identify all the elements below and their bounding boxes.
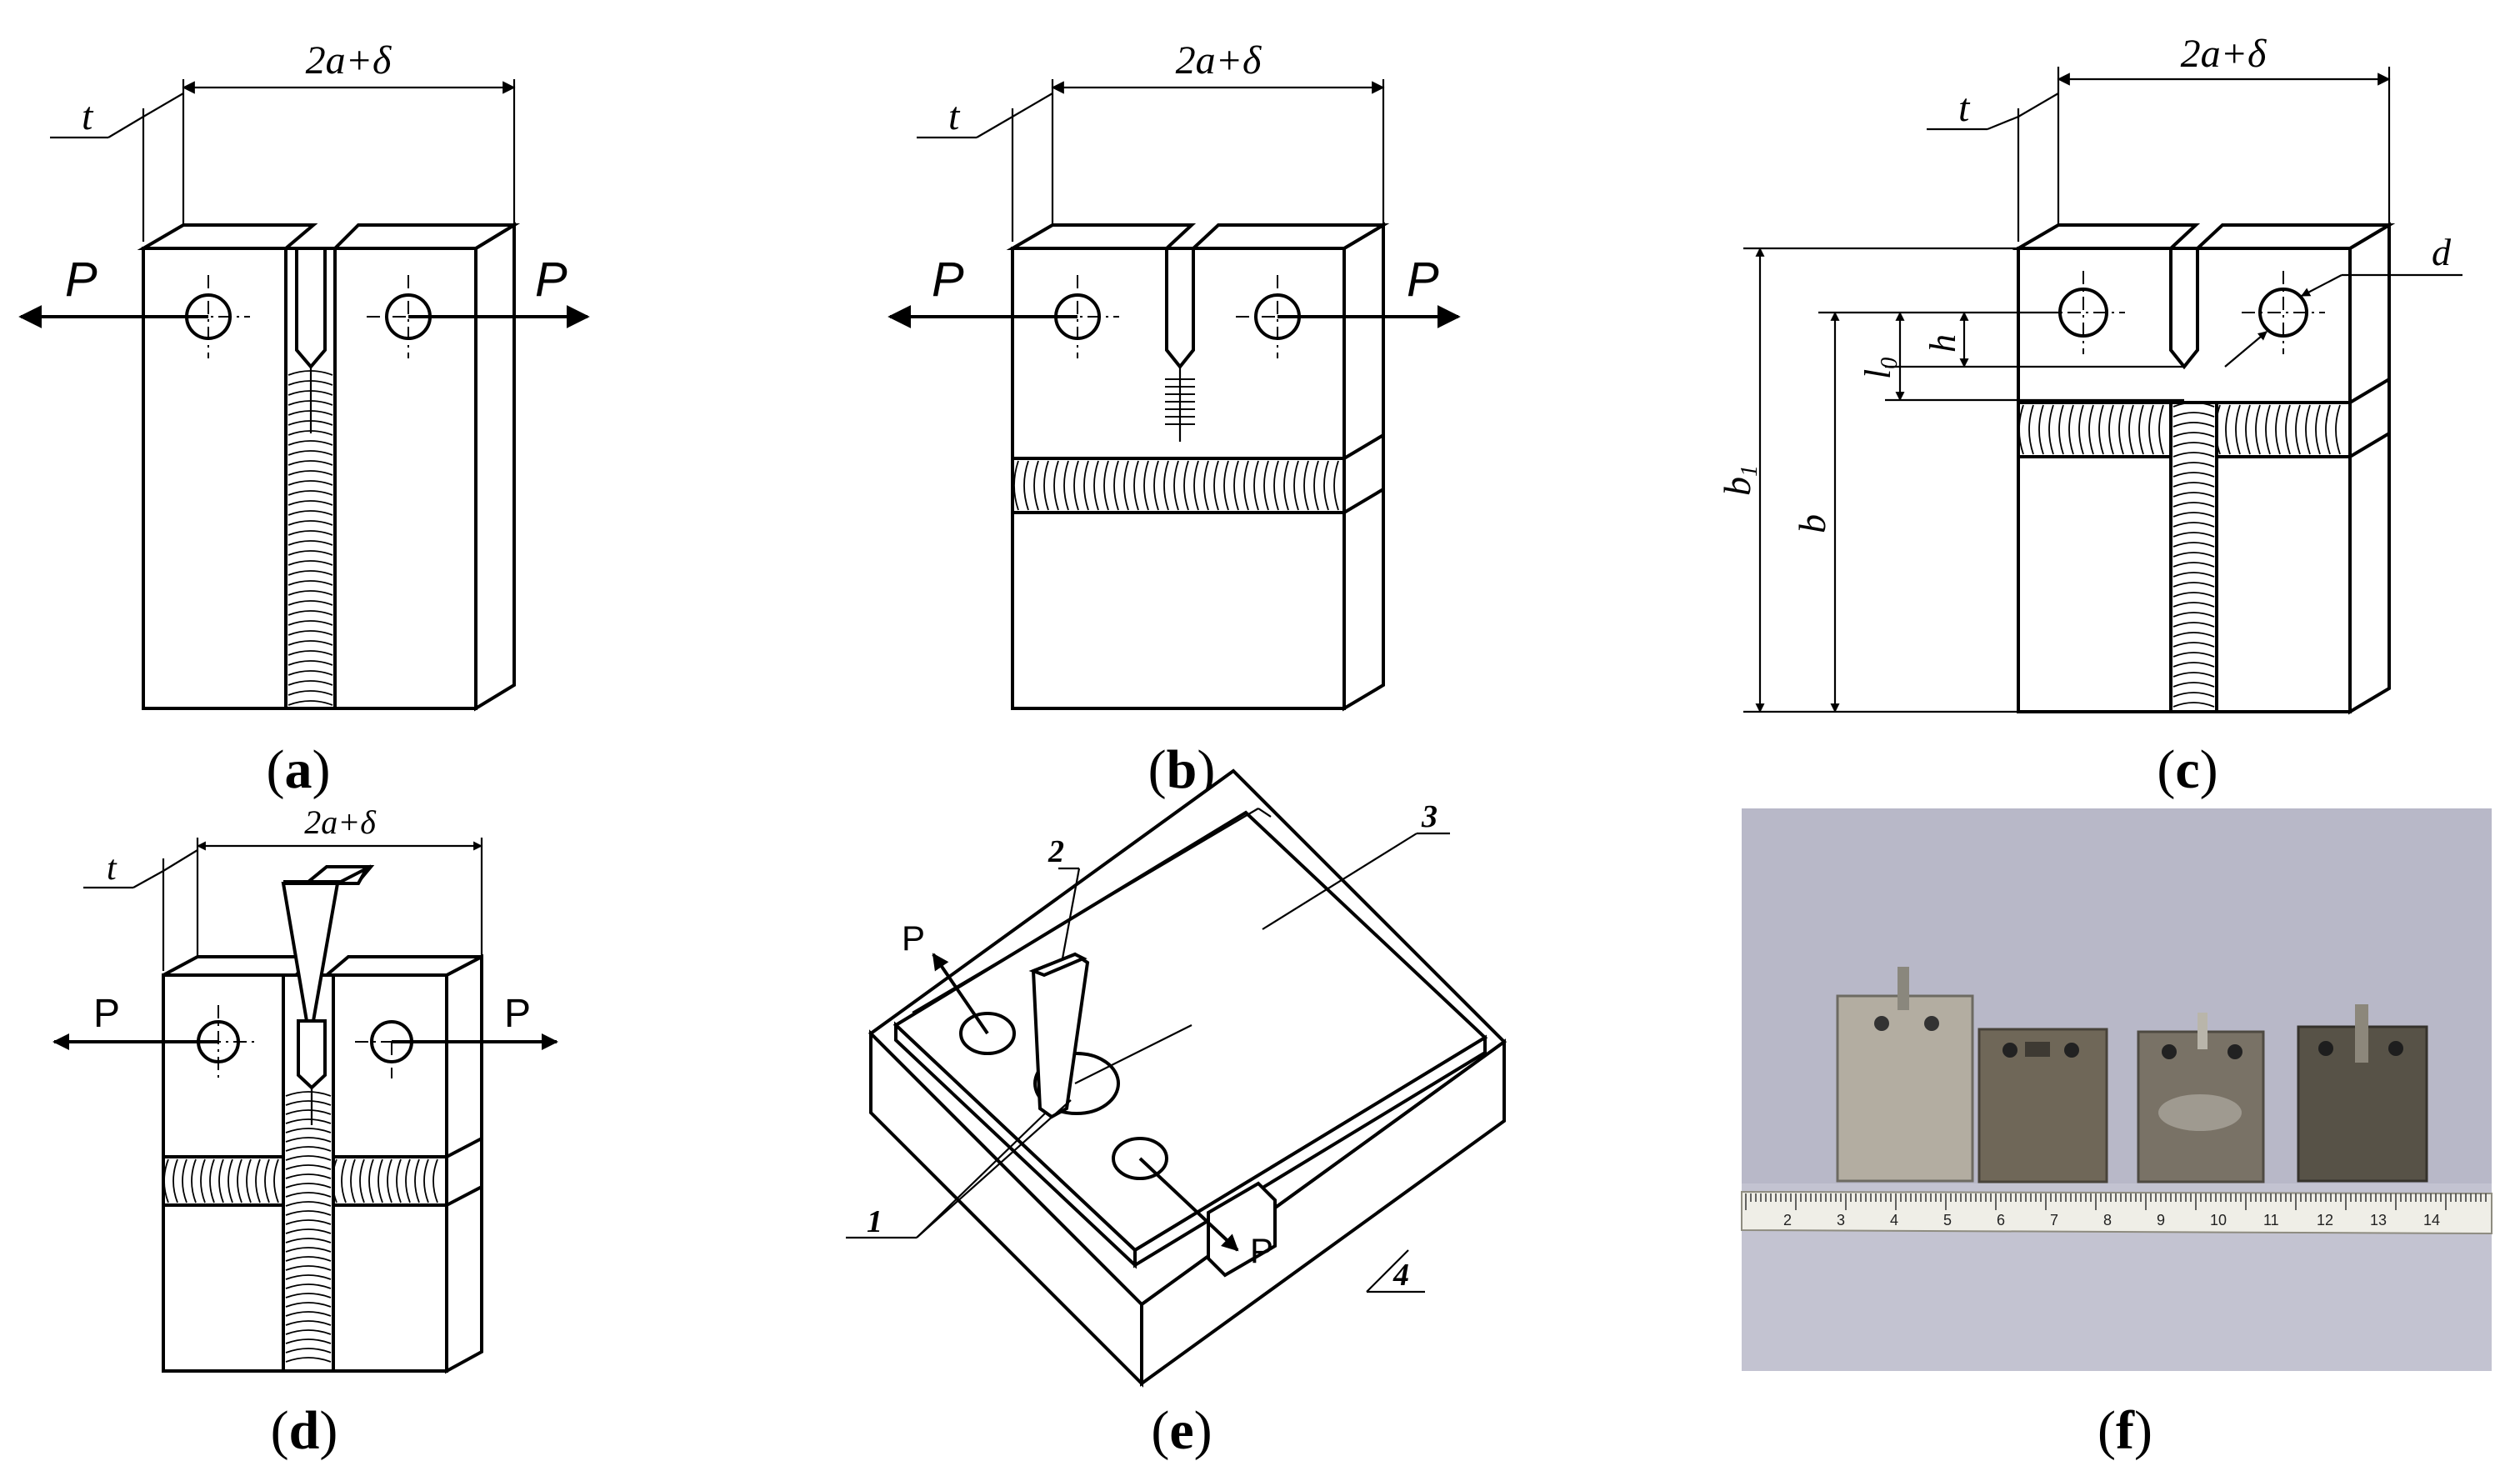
measuring-tape: [1741, 1190, 2492, 1235]
caption-f: (f): [2098, 1400, 2152, 1461]
thickness-label-b: t: [948, 94, 961, 138]
caption-d: (d): [271, 1400, 338, 1461]
callout-3: 3: [1421, 799, 1438, 834]
load-e-a: P: [902, 918, 925, 958]
callout-2: 2: [1048, 834, 1064, 869]
callout-1: 1: [867, 1204, 882, 1239]
weld-bead-b: [1013, 460, 1339, 511]
thickness-label-d: t: [107, 849, 118, 888]
panel-c: 2a+δ t d h: [1716, 32, 2462, 715]
ruler-number: 2: [1783, 1212, 1792, 1228]
ruler-number: 5: [1943, 1212, 1952, 1228]
ruler-number: 8: [2103, 1212, 2112, 1228]
thickness-label-a: t: [82, 94, 94, 138]
ruler-number: 11: [2263, 1212, 2279, 1228]
h-label: h: [1922, 334, 1963, 353]
ruler-number: 3: [1837, 1212, 1845, 1228]
caption-c: (c): [2157, 739, 2218, 800]
panel-d: 2a+δ t P P: [52, 803, 558, 1374]
load-right-a: P: [535, 253, 568, 307]
dim-label-c: 2a+δ: [2181, 32, 2267, 76]
caption-e: (e): [1151, 1400, 1212, 1461]
load-left-d: P: [93, 992, 120, 1036]
load-right-d: P: [504, 992, 531, 1036]
panel-b: 2a+δ t P P: [888, 38, 1461, 712]
ruler-number: 4: [1890, 1212, 1898, 1228]
ruler-number: 6: [1997, 1212, 2005, 1228]
dim-label-a: 2a+δ: [306, 38, 392, 83]
diameter-label: d: [2432, 231, 2452, 273]
callout-4: 4: [1392, 1258, 1409, 1293]
dim-label-b: 2a+δ: [1176, 38, 1262, 83]
load-left-a: P: [65, 253, 98, 307]
panel-e: P P 2 3 1 4: [846, 768, 1508, 1388]
caption-b: (b): [1148, 739, 1216, 800]
ruler-number: 14: [2423, 1212, 2440, 1228]
b1-label: b1: [1716, 465, 1762, 496]
dim-label-d: 2a+δ: [304, 803, 377, 841]
ruler-number: 7: [2050, 1212, 2058, 1228]
ruler-number: 9: [2157, 1212, 2165, 1228]
load-left-b: P: [932, 253, 964, 307]
l0-label: l0: [1858, 358, 1902, 379]
panel-a: 2a+δ t P P: [18, 38, 590, 712]
load-e-b: P: [1250, 1231, 1273, 1270]
weld-bead-d: [163, 1091, 438, 1363]
ruler-number: 10: [2210, 1212, 2227, 1228]
caption-a: (a): [267, 739, 331, 800]
specimen-1: [1836, 994, 1974, 1183]
load-right-b: P: [1407, 253, 1439, 307]
weld-bead-c: [2018, 402, 2341, 708]
ruler-number: 13: [2370, 1212, 2387, 1228]
ruler-number: 12: [2317, 1212, 2333, 1228]
thickness-label-c: t: [1958, 86, 1971, 130]
panel-f-photo: 2 3 4 5 6 7 8 9 10 11 12 13 14: [1741, 808, 2492, 1371]
b-label: b: [1791, 514, 1833, 533]
